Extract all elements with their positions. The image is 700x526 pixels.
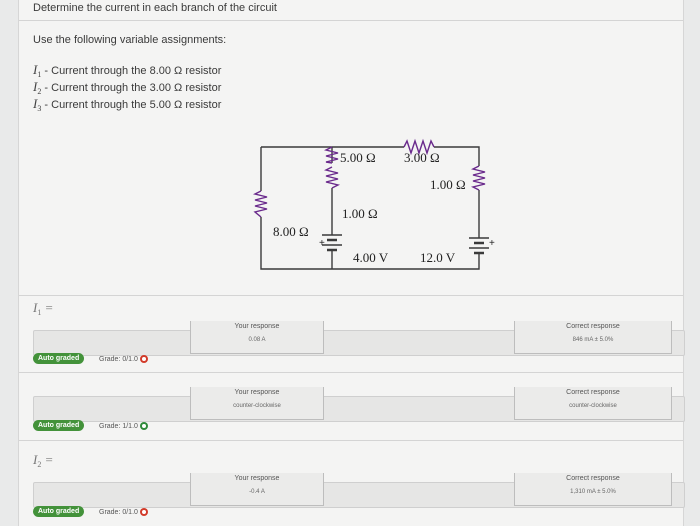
resistor-middle-1ohm [323,166,341,189]
divider [19,372,683,373]
your-response-box: Your response counter-clockwise [190,387,324,420]
question-panel: Determine the current in each branch of … [18,0,685,526]
grade-text: Grade: 0/1.0 [99,355,148,363]
incorrect-icon [139,508,148,516]
correct-response-box: Correct response counter-clockwise [514,387,672,420]
answer-row: Your response counter-clockwise Correct … [33,387,685,422]
variable-description: - Current through the 8.00 Ω resistor [44,65,222,77]
variable-symbol: I1 [33,62,42,79]
divider [19,295,683,296]
label-r-8ohm: 8.00 Ω [273,224,309,239]
grade-text: Grade: 1/1.0 [99,422,148,430]
your-response-value: -0.4 A [249,489,265,495]
resistor-right-1ohm [470,165,486,191]
variable-symbol: I3 [33,96,42,113]
incorrect-icon [139,355,148,363]
correct-response-label: Correct response [566,389,620,396]
correct-icon [139,422,148,430]
auto-graded-badge: Auto graded [33,420,85,431]
your-response-label: Your response [234,475,280,482]
variable-item: I3 - Current through the 5.00 Ω resistor [33,96,221,113]
grade-text: Grade: 0/1.0 [99,508,148,516]
divider [19,20,683,21]
correct-response-label: Correct response [566,475,620,482]
correct-response-value: 1,310 mA ± 5.0% [570,489,616,495]
battery-12v [469,237,489,255]
variable-symbol: I2 [33,79,42,96]
prompt-i1: I1 = [33,300,54,317]
answer-row: Your response 0.08 A Correct response 84… [33,321,685,356]
circuit-wires [260,146,480,270]
your-response-label: Your response [234,389,280,396]
correct-response-value: 846 mA ± 5.0% [572,337,614,343]
resistor-8ohm [252,190,268,218]
label-r-right-1ohm: 1.00 Ω [430,177,466,192]
your-response-box: Your response 0.08 A [190,321,324,354]
auto-graded-badge: Auto graded [33,506,85,517]
your-response-label: Your response [234,323,280,330]
answer-row: Your response -0.4 A Correct response 1,… [33,473,685,508]
resistor-3ohm [403,138,435,156]
circuit-diagram: 5.00 Ω 3.00 Ω 1.00 Ω 1.00 Ω 8.00 Ω 4.00 … [252,138,495,270]
label-r-5ohm: 5.00 Ω [340,150,376,165]
resistor-5ohm [323,146,339,164]
label-emf-12v: 12.0 V [420,250,456,265]
correct-response-box: Correct response 1,310 mA ± 5.0% [514,473,672,506]
variables-heading: Use the following variable assignments: [33,34,227,46]
divider [19,440,683,441]
battery-4v [322,234,342,252]
your-response-box: Your response -0.4 A [190,473,324,506]
label-r-3ohm: 3.00 Ω [404,150,440,165]
correct-response-box: Correct response 846 mA ± 5.0% [514,321,672,354]
prompt-i2: I2 = [33,452,54,469]
auto-graded-badge: Auto graded [33,353,85,364]
variable-item: I1 - Current through the 8.00 Ω resistor [33,62,221,79]
label-emf-4v: 4.00 V [353,250,389,265]
correct-response-label: Correct response [566,323,620,330]
plus-sign: + [319,238,325,249]
variable-item: I2 - Current through the 3.00 Ω resistor [33,79,221,96]
label-r-middle-1ohm: 1.00 Ω [342,206,378,221]
question-instruction: Determine the current in each branch of … [33,2,277,14]
variable-list: I1 - Current through the 8.00 Ω resistor… [33,62,221,113]
variable-description: - Current through the 3.00 Ω resistor [44,82,222,94]
your-response-value: 0.08 A [248,337,266,343]
variable-description: - Current through the 5.00 Ω resistor [44,99,222,111]
plus-sign: + [489,238,495,249]
correct-response-value: counter-clockwise [569,403,617,409]
your-response-value: counter-clockwise [233,403,281,409]
